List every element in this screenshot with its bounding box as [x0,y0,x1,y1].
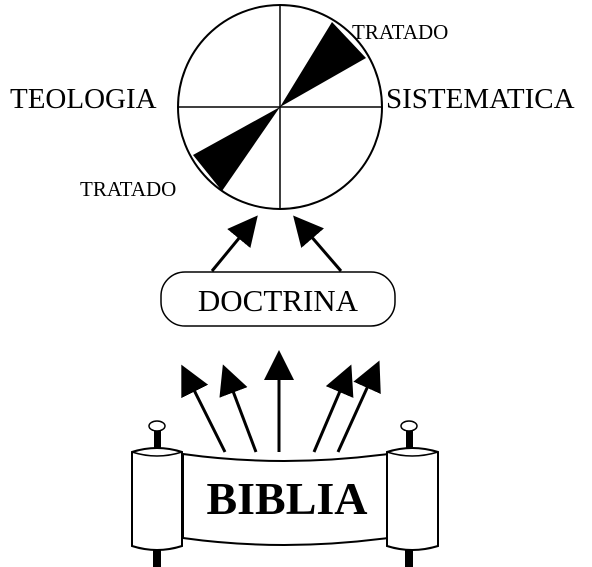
scroll-right-handle-bottom [405,550,413,567]
scroll-right-roll-edge [386,451,439,457]
label-biblia: BIBLIA [206,473,367,524]
label-doctrina: DOCTRINA [198,283,359,318]
arrow-doctrina-left [210,215,258,272]
arrow-biblia-1 [181,364,227,453]
arrow-doctrina-right [293,215,343,272]
scroll-right-knob-top [400,420,418,432]
doctrina-box [160,271,396,327]
label-teologia: TEOLOGIA [10,83,157,115]
arrow-biblia-5 [336,360,381,453]
arrow-biblia-2 [219,364,258,453]
scroll-right-roll [386,447,439,551]
label-sistematica: SISTEMATICA [386,83,575,115]
tratado-wedge-top [280,22,366,107]
scroll-right-handle-top [406,428,413,450]
biblia-scroll [131,420,439,567]
label-tratado-bottom: TRATADO [80,177,176,201]
label-tratado-top: TRATADO [352,20,448,44]
scroll-left-handle-top [154,428,161,450]
scroll-left-handle-bottom [153,550,161,567]
scroll-left-roll [131,447,183,551]
scroll-left-knob-top [148,420,166,432]
tratado-wedge-bottom [193,107,280,191]
arrow-biblia-4 [312,364,354,453]
systematic-theology-circle [177,4,383,210]
scroll-left-roll-edge [131,451,183,457]
